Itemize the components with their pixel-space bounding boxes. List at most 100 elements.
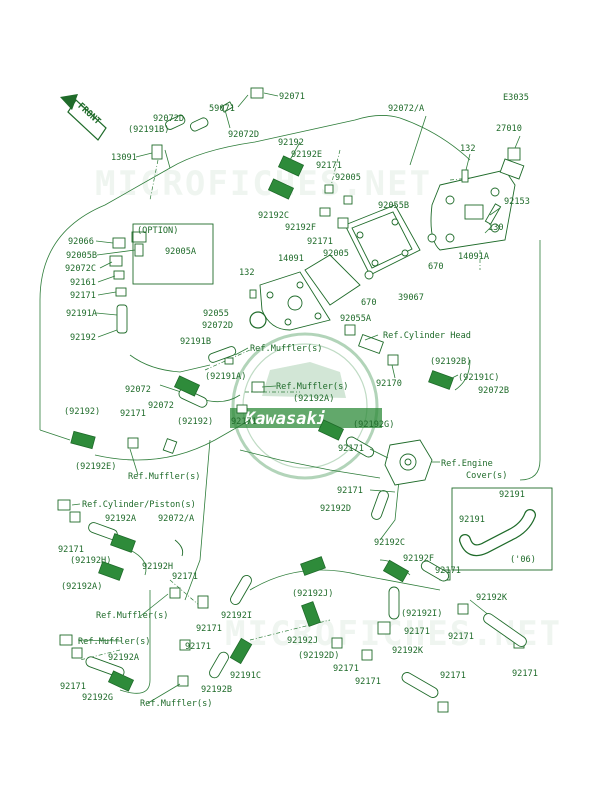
part-label: 92072 — [125, 385, 151, 395]
part-label: 92192E — [291, 150, 322, 160]
ref-engine-cover: Cover(s) — [466, 471, 507, 481]
part-label: 92005A — [165, 247, 197, 257]
leader-lines — [71, 92, 521, 704]
part-label: (92192A) — [293, 394, 334, 404]
inset-year-label: ('06) — [510, 555, 536, 565]
cover-92055B — [344, 204, 421, 276]
part-label: 92192H — [142, 562, 173, 572]
part-label: 92192C — [258, 211, 289, 221]
part-label: 92066 — [68, 237, 94, 247]
part-label: 92192D — [320, 504, 351, 514]
ref-engine: Ref.Engine — [441, 459, 493, 469]
part-label: 59071 — [209, 104, 235, 114]
part-label: (92192G) — [353, 420, 394, 430]
part-label: 92055 — [203, 309, 229, 319]
part-label: 92192I — [221, 611, 252, 621]
fittings — [57, 87, 525, 713]
part-label: 92191C — [230, 671, 261, 681]
part-label: 92192F — [403, 554, 434, 564]
part-label: (92192E) — [75, 462, 116, 472]
ref-cylinder-piston: Ref.Cylinder/Piston(s) — [82, 500, 196, 510]
part-label: (92191B) — [128, 125, 169, 135]
part-label: 13091 — [111, 153, 137, 163]
part-label: 92171 — [338, 444, 364, 454]
gasket-92055A — [304, 254, 361, 306]
part-label: 14091 — [278, 254, 304, 264]
part-labels: 59071 92071 92072D (92191B) 92072D 92072… — [58, 92, 538, 709]
part-label: 92171 — [307, 237, 333, 247]
part-label: 670 — [361, 298, 377, 308]
part-label: 132 — [460, 144, 476, 154]
part-label: 92072C — [65, 264, 96, 274]
cover-14091A — [430, 169, 516, 251]
kawasaki-logo: Kawasaki — [230, 332, 382, 480]
part-label: (92192I) — [401, 609, 442, 619]
part-label: 92170 — [376, 379, 402, 389]
part-label: 92072B — [478, 386, 509, 396]
part-label: 92171 — [172, 572, 198, 582]
ref-muffler: Ref.Muffler(s) — [250, 344, 322, 354]
inset-06-box — [451, 487, 553, 571]
oring-92055 — [249, 311, 267, 329]
spring-clamps — [70, 155, 454, 692]
part-label: 92072 — [148, 401, 174, 411]
part-label: 92171 — [120, 409, 146, 419]
part-label: 92072D — [228, 130, 259, 140]
ref-muffler: Ref.Muffler(s) — [78, 637, 150, 647]
part-label: 92005 — [335, 173, 361, 183]
part-label: 92171 — [185, 642, 211, 652]
ref-muffler: Ref.Muffler(s) — [140, 699, 212, 709]
part-label: 92171 — [337, 486, 363, 496]
part-label: 92192B — [201, 685, 232, 695]
hose-routing — [39, 115, 541, 694]
part-label: 92171 — [70, 291, 96, 301]
part-label: 92191B — [180, 337, 211, 347]
ref-muffler: Ref.Muffler(s) — [128, 472, 200, 482]
part-label: 92071 — [279, 92, 305, 102]
ref-muffler: Ref.Muffler(s) — [276, 382, 348, 392]
part-label: 92171 — [58, 545, 84, 555]
part-label: 92153 — [504, 197, 530, 207]
part-label: 92072D — [202, 321, 233, 331]
ref-cylinder-head: Ref.Cylinder Head — [383, 331, 471, 341]
tubes — [85, 115, 527, 698]
part-label: (92192) — [177, 417, 213, 427]
part-label: 92192G — [82, 693, 113, 703]
part-label: 92171 — [196, 624, 222, 634]
part-label: 92005B — [66, 251, 97, 261]
part-label: 92192A — [105, 514, 137, 524]
option-box — [132, 223, 214, 285]
part-label: 92191 — [459, 515, 485, 525]
part-label: 92171 — [60, 682, 86, 692]
part-label: 39067 — [398, 293, 424, 303]
part-label: 92171 — [333, 664, 359, 674]
part-label: 92171 — [231, 417, 257, 427]
part-label: 92192F — [285, 223, 316, 233]
part-label: 92072/A — [388, 104, 425, 114]
part-label: (92192) — [64, 407, 100, 417]
part-label: 92072/A — [158, 514, 195, 524]
diagram-code: E3035 — [503, 93, 529, 103]
part-label: 92192K — [392, 646, 424, 656]
option-label: (OPTION) — [137, 226, 178, 236]
part-label: 132 — [239, 268, 255, 278]
part-label: 92192A — [108, 653, 140, 663]
part-label: 92171 — [512, 669, 538, 679]
part-label: 92192J — [287, 636, 318, 646]
part-label: 92192 — [278, 138, 304, 148]
part-label: 92171 — [355, 677, 381, 687]
part-label: 92191 — [499, 490, 525, 500]
logo-text: Kawasaki — [244, 409, 327, 429]
part-label: 92171 — [435, 566, 461, 576]
part-label: 92161 — [70, 278, 96, 288]
part-label: 92171 — [448, 632, 474, 642]
part-label: 92171 — [404, 627, 430, 637]
watermark-top: MICROFICHES.NET — [95, 164, 432, 204]
part-label: 92192K — [476, 593, 508, 603]
part-label: 92171 — [440, 671, 466, 681]
part-label: 92055A — [340, 314, 372, 324]
part-label: (92192A) — [61, 582, 102, 592]
part-label: 92191A — [66, 309, 98, 319]
part-label: 92005 — [323, 249, 349, 259]
